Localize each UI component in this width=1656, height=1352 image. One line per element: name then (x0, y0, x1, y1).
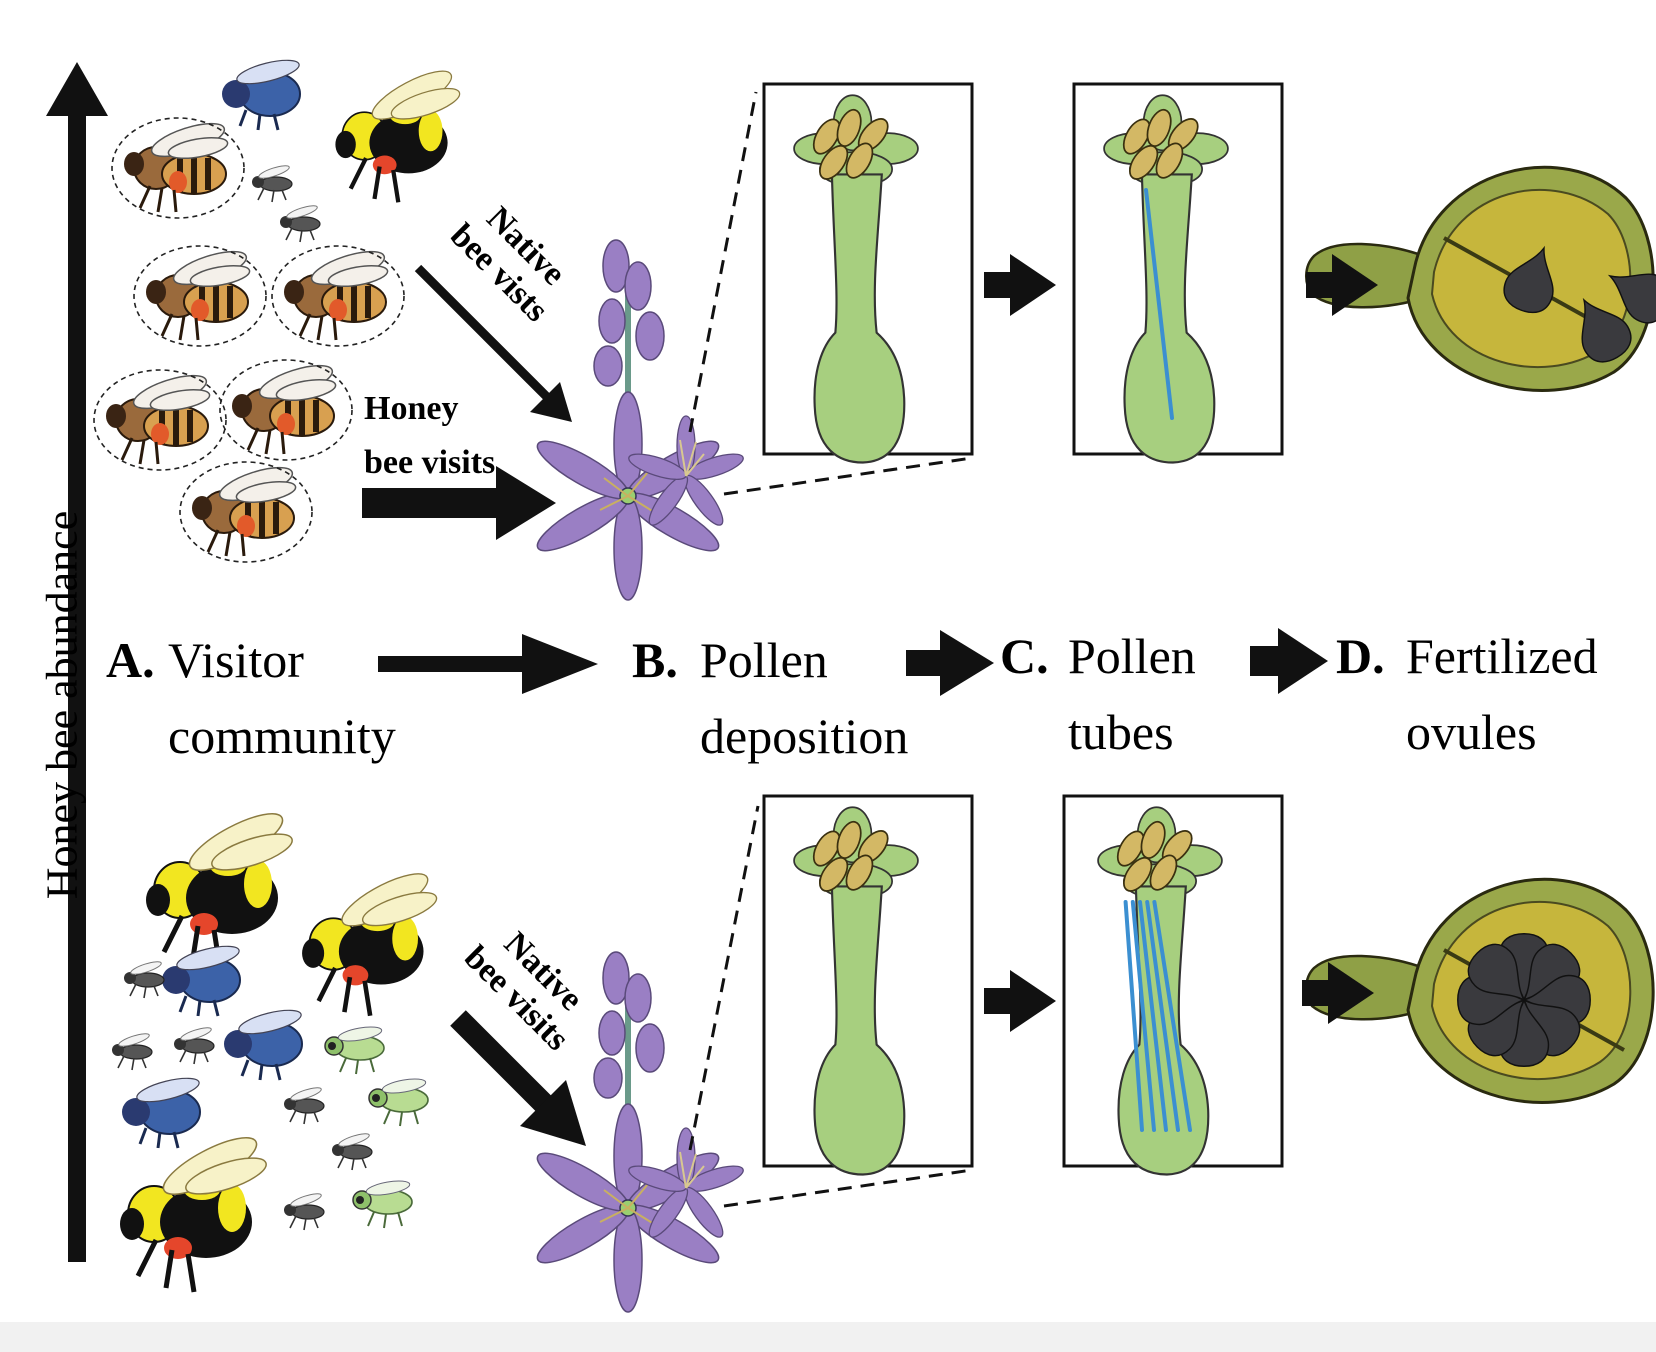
pollen-tubes-top (1144, 188, 1174, 420)
pollen-tube (1123, 900, 1144, 1132)
stage-line1: Pollen (1068, 628, 1196, 684)
stage-c-label: C. Pollen tubes (1000, 618, 1260, 770)
native-visit-arrow-bottom (450, 1010, 586, 1146)
green-bee-icon (324, 1023, 385, 1075)
wasp-icon (123, 958, 165, 999)
stage-line1: Pollen (700, 632, 828, 688)
honeybee-icon (220, 359, 352, 460)
blue-bee-icon (222, 1004, 305, 1082)
blue-bee-icon (220, 54, 303, 132)
stage-d-label: D. Fertilized ovules (1336, 618, 1652, 770)
wasp-icon (279, 202, 321, 243)
honeybee-icon (180, 461, 312, 562)
process-arrow (1306, 254, 1378, 316)
bumblebee-icon (302, 864, 440, 1015)
blue-bee-icon (160, 940, 243, 1018)
stage-arrow-b-c (906, 630, 994, 696)
green-bee-icon (368, 1075, 429, 1127)
honey-visits-label: Honey bee visits (364, 390, 496, 481)
fertilized-ovules-bottom (1457, 933, 1591, 1067)
honeybee-icon (112, 117, 244, 218)
process-arrow (1302, 962, 1374, 1024)
pollen-tube (1152, 900, 1192, 1132)
bumblebee-icon (335, 62, 462, 202)
stage-line2: ovules (1406, 704, 1537, 760)
process-arrow (984, 970, 1056, 1032)
stage-letter: A. (106, 632, 155, 688)
stage-letter: C. (1000, 628, 1049, 684)
process-arrow (984, 254, 1056, 316)
abundance-arrow-shaft (68, 100, 86, 1262)
stage-line1: Fertilized (1406, 628, 1598, 684)
stage-line2: tubes (1068, 704, 1174, 760)
wasp-icon (331, 1130, 373, 1171)
wasp-icon (283, 1084, 325, 1125)
pollen-tube (1130, 900, 1156, 1132)
stage-line1: Visitor (168, 632, 304, 688)
green-bee-icon (352, 1177, 413, 1229)
wasp-icon (173, 1024, 215, 1065)
stage-letter: B. (632, 632, 678, 688)
bumblebee-icon (146, 803, 296, 968)
abundance-arrow-head (46, 62, 108, 116)
stage-arrow-a-b (378, 634, 598, 694)
honeybee-icon (94, 369, 226, 470)
zoom-guide (688, 91, 973, 496)
pollen-tube (1144, 188, 1174, 420)
stage-letter: D. (1336, 628, 1385, 684)
pollen-tube (1138, 900, 1168, 1132)
bottom-bar (0, 1322, 1656, 1352)
stage-b-label: B. Pollen deposition (632, 622, 972, 774)
wasp-icon (251, 162, 293, 203)
wasp-icon (283, 1190, 325, 1231)
honeybee-icon (272, 245, 404, 346)
zoom-guide (688, 805, 973, 1208)
pollen-tubes-bottom (1123, 900, 1192, 1132)
honey-visit-arrow (362, 466, 556, 540)
stage-line2: community (168, 708, 396, 764)
wasp-icon (111, 1030, 153, 1071)
honey-bee-abundance-label: Honey bee abundance (37, 510, 87, 900)
stage-line2: deposition (700, 708, 909, 764)
bumblebee-icon (120, 1127, 270, 1292)
stage-a-label: A. Visitor community (106, 622, 466, 774)
bottom-visitor-community (111, 803, 440, 1292)
native-visit-arrow-top (414, 264, 572, 422)
pollen-tube (1145, 900, 1180, 1132)
stage-arrow-c-d (1250, 628, 1328, 694)
blue-bee-icon (120, 1072, 203, 1150)
honeybee-icon (134, 245, 266, 346)
